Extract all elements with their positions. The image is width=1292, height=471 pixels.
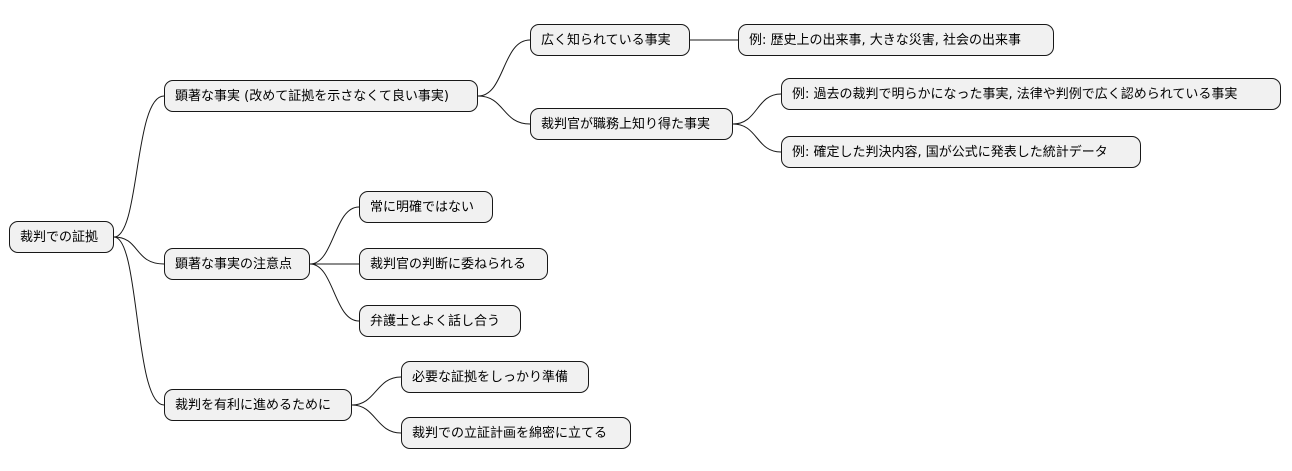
edge-b3-c1 bbox=[351, 376, 402, 406]
child-node-prepare-evidence: 必要な証拠をしっかり準備 bbox=[401, 361, 589, 393]
child-node-judge-discretion: 裁判官の判断に委ねられる bbox=[359, 248, 548, 280]
child-node-judge-known: 裁判官が職務上知り得た事実 bbox=[530, 108, 733, 140]
edge-b3-c2 bbox=[351, 404, 402, 434]
branch-node-advantage: 裁判を有利に進めるために bbox=[164, 389, 352, 421]
example-node-judge-known-1: 例: 過去の裁判で明らかになった事実, 法律や判例で広く認められている事実 bbox=[781, 78, 1281, 110]
edge-b2-c1 bbox=[309, 206, 360, 265]
root-node: 裁判での証拠 bbox=[9, 221, 114, 253]
edge-c2-ex1 bbox=[732, 93, 782, 125]
child-node-proof-plan: 裁判での立証計画を綿密に立てる bbox=[401, 417, 631, 449]
child-node-widely-known: 広く知られている事実 bbox=[530, 24, 690, 56]
edge-root-b1 bbox=[113, 95, 165, 238]
example-node-widely-known: 例: 歴史上の出来事, 大きな災害, 社会の出来事 bbox=[738, 24, 1054, 56]
edge-root-b3 bbox=[113, 236, 165, 406]
child-node-consult-lawyer: 弁護士とよく話し合う bbox=[359, 305, 521, 337]
edge-c2-ex2 bbox=[732, 123, 782, 153]
edge-root-b2 bbox=[113, 236, 165, 265]
branch-node-caveats: 顕著な事実の注意点 bbox=[164, 248, 310, 280]
example-node-judge-known-2: 例: 確定した判決内容, 国が公式に発表した統計データ bbox=[781, 136, 1141, 168]
edge-b1-c2 bbox=[477, 95, 531, 125]
branch-node-notable-facts: 顕著な事実 (改めて証拠を示さなくて良い事実) bbox=[164, 80, 478, 112]
child-node-not-always-clear: 常に明確ではない bbox=[359, 191, 493, 223]
edge-b1-c1 bbox=[477, 39, 531, 97]
edge-b2-c3 bbox=[309, 263, 360, 322]
